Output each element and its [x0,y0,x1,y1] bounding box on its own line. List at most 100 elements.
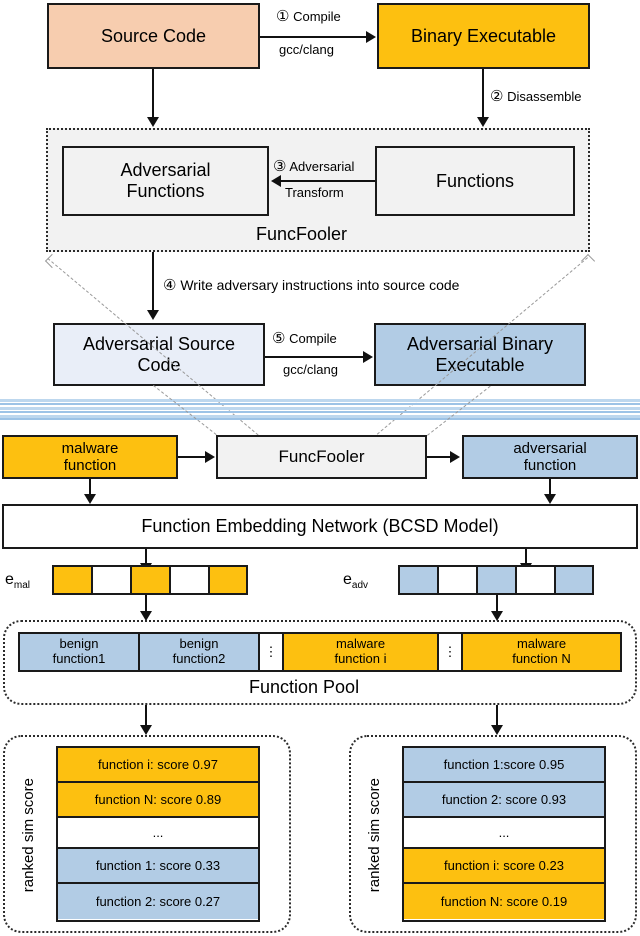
ranked-left-axis-text: ranked sim score [20,778,37,893]
pool-cell-benign-1-line2: function1 [52,651,106,666]
adv-compile-edge-subtext: gcc/clang [283,362,338,377]
pool-cell-benign-2-line2: function2 [172,651,226,666]
pool-cell-benign-2: benign function2 [140,634,260,670]
pool-cell-benign-1-line1: benign [59,636,99,652]
ranked-right-row-2-text: function 2: score 0.93 [441,792,567,807]
transform-edge-sublabel: Transform [285,185,344,201]
malware-to-embed-arrowhead [84,494,96,504]
functions-label: Functions [435,170,515,191]
adversarial-functions-box: Adversarial Functions [62,146,269,216]
embed-to-eadv-line [525,549,527,567]
ranked-right-row-gap-text: ... [498,825,510,840]
dashed-link-right-arrowhead [580,253,596,269]
malware-to-funcfooler-line [178,456,206,458]
step-2-marker: ② [490,88,504,105]
adversarial-function-box: adversarial function [462,435,638,479]
pool-to-ranked-right-arrowhead [491,725,503,735]
pool-cell-malware-i-line1: malware [335,636,386,652]
adversarial-binary-box: Adversarial Binary Executable [374,323,586,386]
ranked-right-row-5-text: function N: score 0.19 [440,894,568,909]
adversarial-binary-label-line1: Adversarial Binary [406,333,554,354]
embedding-network-box: Function Embedding Network (BCSD Model) [2,504,638,549]
pool-to-ranked-left-line [145,705,147,729]
funcfooler-lower-box: FuncFooler [216,435,427,479]
transform-edge-subtext: Transform [285,185,344,200]
pool-to-ranked-left-arrowhead [140,725,152,735]
funcfooler-container-text: FuncFooler [256,224,348,244]
disassemble-edge-text: Disassemble [507,89,582,104]
ranked-left-row-1: function i: score 0.97 [58,748,258,783]
pool-cell-malware-n-line1: malware [516,636,567,652]
source-code-box: Source Code [47,3,260,69]
e-adv-vector [398,565,594,595]
ranked-left-axis-label: ranked sim score [20,778,37,892]
e-mal-cell-1 [93,567,132,593]
transform-edge-arrowhead [271,175,281,187]
e-mal-cell-2 [132,567,171,593]
malware-to-embed-line [89,479,91,499]
adversarial-source-label-line2: Code [137,354,181,375]
source-to-funcfooler-arrowhead [147,117,159,127]
e-adv-cell-1 [439,567,478,593]
pool-cell-malware-n-line2: function N [512,651,571,666]
function-pool-label: Function Pool [249,677,359,699]
writeback-label: ④ Write adversary instructions into sour… [163,277,459,295]
function-pool-text: Function Pool [249,677,360,697]
adv-compile-edge-line [265,356,364,358]
step-1-marker: ① [276,8,290,25]
adv-compile-edge-arrowhead [363,351,373,363]
e-mal-base: e [5,571,14,588]
step-5-marker: ⑤ [272,330,286,347]
compile-edge-line [260,36,367,38]
adv-to-embed-line [549,479,551,499]
pool-cell-malware-i: malware function i [284,634,439,670]
ranked-left-row-4: function 1: score 0.33 [58,849,258,884]
pool-cell-benign-1: benign function1 [20,634,140,670]
ranked-left-row-gap-text: ... [152,825,164,840]
adversarial-binary-label-line2: Executable [435,354,525,375]
writeback-line [152,252,154,314]
function-pool-container [3,620,637,705]
functions-box: Functions [375,146,575,216]
e-adv-cell-4 [556,567,592,593]
e-mal-cell-0 [54,567,93,593]
adversarial-function-label-line2: function [523,457,577,474]
embedding-network-label: Function Embedding Network (BCSD Model) [141,516,499,537]
e-adv-subscript: adv [351,580,369,592]
ranked-right-row-4: function i: score 0.23 [404,849,604,884]
e-adv-cell-2 [478,567,517,593]
ranked-right-list: function 1:score 0.95 function 2: score … [402,746,606,922]
pool-cell-benign-2-line1: benign [179,636,219,652]
binary-executable-box: Binary Executable [377,3,590,69]
malware-function-label-line2: function [63,457,117,474]
disassemble-edge-label: ② Disassemble [490,88,582,106]
adv-compile-edge-text: Compile [289,331,337,346]
ranked-left-row-gap: ... [58,818,258,849]
ranked-left-row-5: function 2: score 0.27 [58,884,258,919]
compile-edge-subtext: gcc/clang [279,42,334,57]
binary-to-funcfooler-arrowhead [477,117,489,127]
pool-ellipsis-1: ⋮ [260,634,284,670]
ranked-right-row-2: function 2: score 0.93 [404,783,604,818]
ranked-left-row-1-text: function i: score 0.97 [98,757,218,772]
adv-compile-edge-label: ⑤ Compile [272,330,337,348]
pool-cell-malware-i-line2: function i [334,651,387,666]
emal-to-pool-arrowhead [140,611,152,621]
ranked-right-axis-label: ranked sim score [366,778,383,892]
emal-to-pool-line [145,595,147,615]
ranked-right-container [349,735,637,933]
e-mal-subscript: mal [13,580,31,592]
funcfooler-container-label: FuncFooler [256,224,347,246]
ranked-right-axis-text: ranked sim score [366,778,383,893]
ranked-left-row-5-text: function 2: score 0.27 [95,894,221,909]
ranked-right-row-1: function 1:score 0.95 [404,748,604,783]
funcfooler-to-adv-line [427,456,451,458]
funcfooler-to-adv-arrowhead [450,451,460,463]
adv-compile-edge-sublabel: gcc/clang [283,362,338,378]
adversarial-source-code-box: Adversarial Source Code [53,323,265,386]
transform-edge-line [281,180,375,182]
writeback-arrowhead [147,310,159,320]
section-divider-band [0,399,640,421]
e-mal-label: emal [5,570,30,592]
